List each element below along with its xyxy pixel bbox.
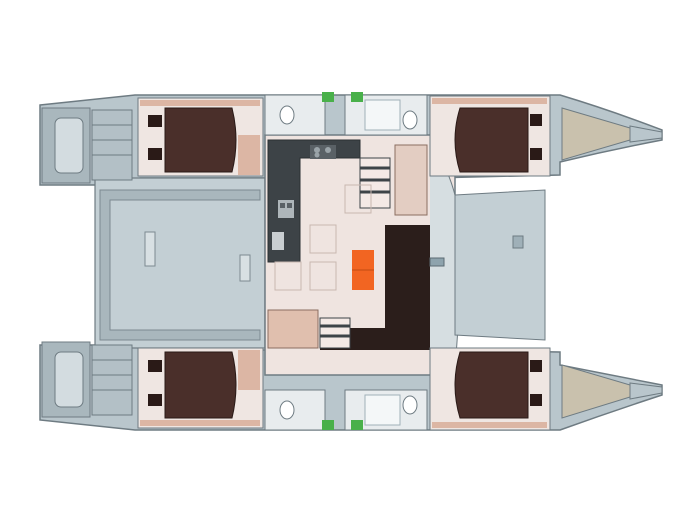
starboard-head-aft bbox=[264, 389, 326, 431]
cabin-step bbox=[238, 135, 260, 175]
aft-cockpit bbox=[94, 177, 266, 349]
pillow bbox=[530, 394, 542, 406]
shower-tray bbox=[364, 394, 401, 426]
berth-icon bbox=[164, 107, 237, 173]
toilet-icon bbox=[402, 110, 418, 130]
pillow bbox=[530, 360, 542, 372]
helm-step bbox=[239, 254, 251, 282]
pillow bbox=[148, 148, 162, 160]
fridge bbox=[272, 232, 284, 250]
windlass bbox=[512, 235, 524, 249]
pillow bbox=[148, 360, 162, 372]
shower-tray bbox=[364, 99, 401, 131]
pillow bbox=[530, 148, 542, 160]
companionway-stairs-starboard bbox=[319, 317, 351, 349]
port-head-aft bbox=[264, 94, 326, 136]
berth-icon bbox=[454, 107, 529, 173]
port-bow-tip bbox=[629, 125, 663, 143]
pillow bbox=[530, 114, 542, 126]
starboard-stern-steps bbox=[41, 341, 133, 418]
hatch-icon bbox=[351, 92, 363, 102]
berth-icon bbox=[454, 351, 529, 419]
forward-hatch bbox=[429, 257, 445, 267]
port-stern-steps bbox=[41, 107, 133, 184]
sink-icon bbox=[278, 200, 294, 218]
starboard-fwd-cabin-trim bbox=[432, 422, 547, 428]
port-aft-cabin-trim bbox=[140, 100, 260, 106]
saloon-entry bbox=[267, 309, 319, 349]
toilet-icon bbox=[402, 395, 418, 415]
hatch-icon bbox=[351, 420, 363, 430]
cabin-step bbox=[238, 350, 260, 390]
starboard-aft-cabin-trim bbox=[140, 420, 260, 426]
toilet-icon bbox=[279, 105, 295, 125]
galley-counter bbox=[267, 139, 361, 263]
nav-desk bbox=[394, 144, 428, 216]
starboard-bow-tip bbox=[629, 382, 663, 400]
settee-icon bbox=[320, 225, 430, 350]
toilet-icon bbox=[279, 400, 295, 420]
companionway-stairs-port bbox=[359, 157, 391, 209]
stove-icon bbox=[310, 145, 336, 159]
port-fwd-cabin-trim bbox=[432, 98, 547, 104]
pillow bbox=[148, 115, 162, 127]
foredeck bbox=[454, 189, 546, 341]
cockpit-table bbox=[144, 231, 156, 267]
pillow bbox=[148, 394, 162, 406]
berth-icon bbox=[164, 351, 237, 419]
hatch-icon bbox=[322, 420, 334, 430]
cockpit-seating bbox=[99, 189, 261, 341]
saloon-floor-tiles bbox=[274, 184, 372, 291]
hatch-icon bbox=[322, 92, 334, 102]
